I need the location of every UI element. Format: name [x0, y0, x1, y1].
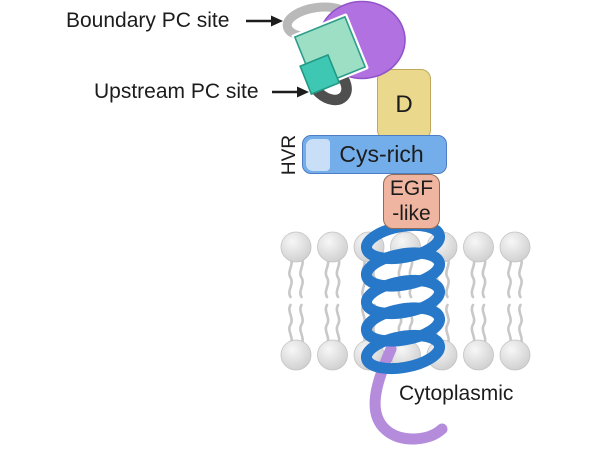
hvr-label: HVR	[279, 134, 300, 176]
cytoplasmic-label: Cytoplasmic	[399, 382, 514, 405]
hvr-segment	[305, 138, 330, 171]
transmembrane-helix	[360, 219, 446, 375]
lipid-bilayer	[280, 231, 531, 371]
square-white-halo	[291, 13, 369, 91]
upstream-pc-site-label: Upstream PC site	[94, 80, 259, 103]
egf-like-label-line1: EGF	[389, 177, 434, 201]
mint-square-shape	[293, 15, 367, 89]
cys-rich-box: Cys-rich	[302, 135, 447, 174]
purple-domain-shape	[318, 0, 406, 80]
upstream-arrow	[272, 86, 309, 98]
d-domain-box: D	[377, 69, 431, 140]
teal-square-shape	[299, 53, 341, 96]
egf-like-box: EGF -like	[383, 174, 440, 229]
egf-like-label-line2: -like	[392, 201, 431, 225]
pc-squares-group	[291, 13, 369, 96]
d-domain-label: D	[395, 90, 413, 118]
boundary-arrow	[246, 15, 283, 27]
cys-rich-label: Cys-rich	[339, 141, 424, 167]
upstream-pc-site-loop	[306, 60, 352, 106]
boundary-pc-site-loop	[282, 2, 354, 42]
boundary-pc-site-label: Boundary PC site	[66, 9, 230, 32]
